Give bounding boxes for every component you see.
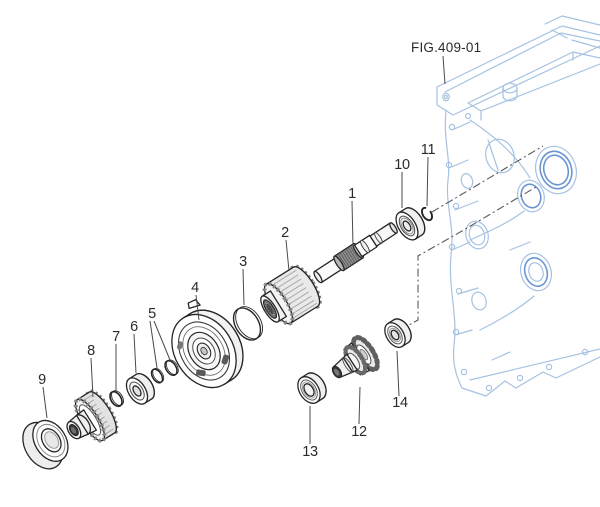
part-label-8: 8 (87, 343, 95, 359)
part-label-7: 7 (112, 329, 120, 345)
housing-body (444, 109, 600, 397)
housing-bores (460, 138, 578, 311)
part-12-gear-cluster (331, 334, 380, 379)
part-label-4: 4 (191, 280, 199, 296)
part-leader-5b (153, 320, 171, 361)
part-label-3: 3 (239, 254, 247, 270)
part-label-2: 2 (281, 225, 289, 241)
part-11-snap-ring (420, 206, 434, 222)
centerline-upper-shaft (431, 145, 544, 213)
part-14-bearing (384, 318, 412, 348)
part-leader-4 (195, 294, 200, 321)
part-number-labels: 1 2 3 4 5 6 7 8 9 10 11 12 13 14 (38, 142, 436, 460)
part-leader-14 (396, 350, 400, 397)
leader-lines (42, 55, 446, 444)
part-leader-6 (133, 333, 137, 374)
figure-title: FIG.409-01 (411, 40, 481, 55)
part-3-ring (232, 306, 264, 341)
part-label-9: 9 (38, 372, 46, 388)
housing-top-flange (436, 15, 600, 121)
part-leader-12 (358, 386, 361, 425)
transmission-housing-drawing (436, 15, 600, 397)
part-label-14: 14 (392, 395, 408, 411)
part-label-11: 11 (421, 142, 436, 158)
part-leader-2 (285, 239, 290, 272)
part-6-bearing (125, 373, 155, 405)
part-leader-11 (426, 156, 429, 207)
part-10-bearing (395, 207, 426, 241)
part-leader-1 (351, 200, 354, 248)
part-label-10: 10 (394, 157, 410, 173)
housing-bolt-holes (445, 112, 589, 392)
part-8-gear (66, 389, 119, 443)
part-9-bearing (22, 419, 69, 470)
part-leader-5a (149, 320, 158, 369)
part-label-12: 12 (351, 424, 367, 440)
part-label-13: 13 (302, 444, 318, 460)
part-1-shaft (313, 222, 398, 284)
part-leader-8 (90, 357, 94, 398)
part-5-snap-rings (150, 359, 179, 384)
figure-title-leader (442, 55, 446, 85)
part-4-carrier-drum (171, 299, 244, 389)
part-2-gear (260, 264, 322, 326)
part-label-5: 5 (148, 306, 156, 322)
part-leader-9 (42, 386, 48, 419)
part-label-6: 6 (130, 319, 138, 335)
part-label-1: 1 (348, 186, 356, 202)
part-7-snap-ring (109, 390, 124, 408)
part-leader-3 (242, 268, 245, 306)
centerline-lower-shaft (399, 186, 537, 331)
part-13-bearing (297, 372, 327, 404)
